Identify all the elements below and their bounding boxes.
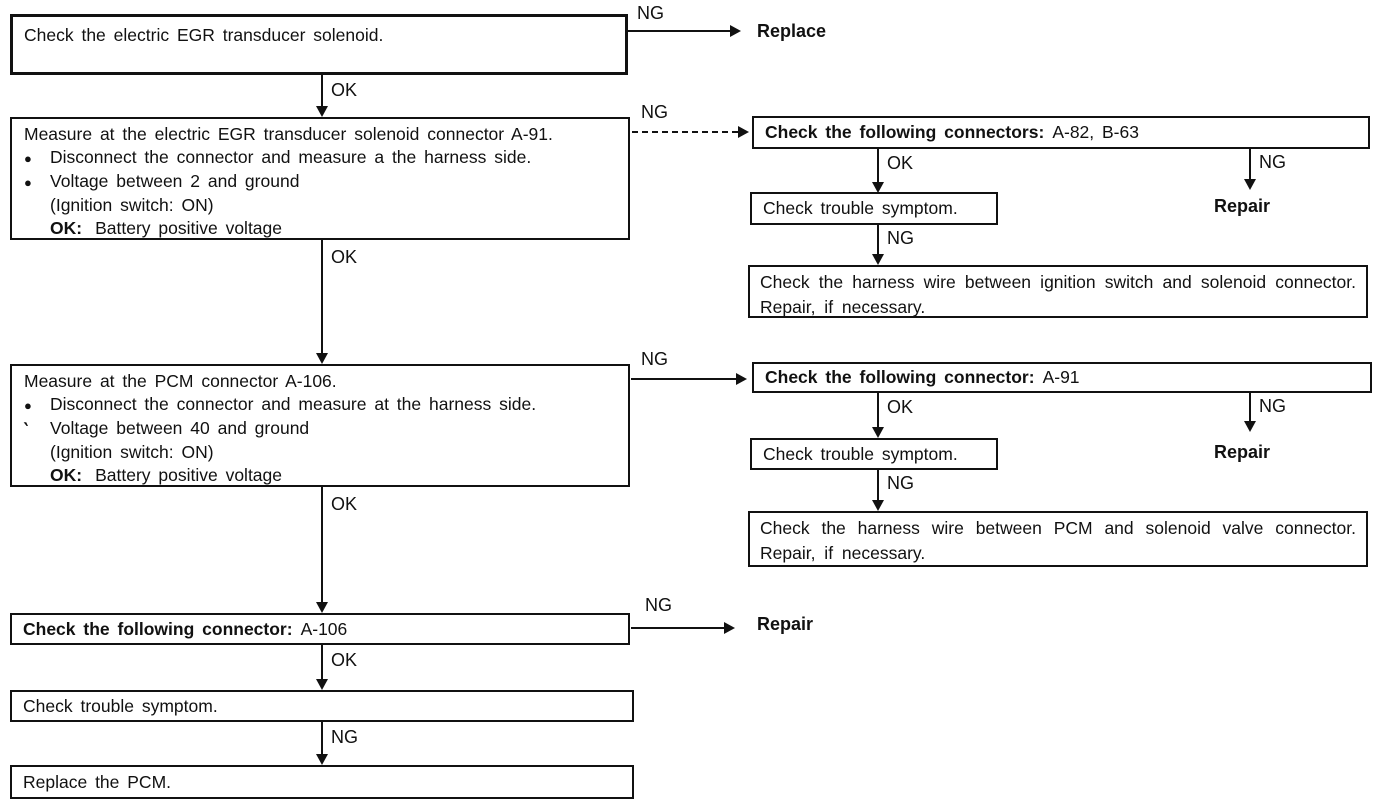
bullet-icon: ●: [24, 398, 32, 413]
bullet-text: Voltage between 40 and ground: [50, 418, 310, 438]
condition-text: (Ignition switch: ON): [50, 442, 214, 462]
tick-mark-icon: ‵: [24, 420, 28, 439]
ok-edge-label: OK: [331, 80, 358, 100]
harness-ignition-text: Check the harness wire between ignition …: [760, 272, 1356, 317]
bullet-line: ‵ Voltage between 40 and ground: [24, 417, 620, 441]
flow-line: [321, 644, 323, 680]
connector-label: Check the following connector:: [765, 367, 1035, 387]
arrow-down-icon: [872, 427, 884, 438]
bullet-icon: ●: [24, 151, 32, 166]
measure-title: Measure at the PCM connector A-106.: [24, 371, 337, 391]
flow-line: [321, 722, 323, 755]
arrow-right-icon: [738, 126, 749, 138]
connector-label: Check the following connector:: [23, 618, 293, 639]
arrow-down-icon: [316, 106, 328, 117]
ok-criteria: OK: Battery positive voltage: [24, 464, 620, 487]
measure-title: Measure at the electric EGR transducer s…: [24, 124, 553, 144]
flow-line: [877, 225, 879, 255]
flow-line: [631, 627, 726, 629]
step-replace-pcm: Replace the PCM.: [10, 765, 634, 799]
ok-edge-label: OK: [331, 247, 358, 267]
ok-edge-label: OK: [331, 494, 358, 514]
ng-edge-label: NG: [641, 102, 668, 122]
terminal-repair-bottom: Repair: [757, 614, 814, 634]
arrow-down-icon: [1244, 421, 1256, 432]
step-check-trouble-symptom-main: Check trouble symptom.: [10, 690, 634, 722]
trouble-symptom-text: Check trouble symptom.: [23, 695, 218, 716]
terminal-repair-a: Repair: [1214, 196, 1271, 216]
condition-text: (Ignition switch: ON): [50, 195, 214, 215]
step-check-connectors-a82-b63: Check the following connectors: A-82, B-…: [752, 116, 1370, 149]
bullet-text: Voltage between 2 and ground: [50, 171, 300, 191]
bullet-line: ● Disconnect the connector and measure a…: [24, 393, 620, 417]
arrow-right-icon: [736, 373, 747, 385]
connector-value: A-106: [300, 618, 348, 639]
arrow-right-icon: [724, 622, 735, 634]
arrow-down-icon: [872, 254, 884, 265]
step-check-harness-pcm: Check the harness wire between PCM and s…: [748, 511, 1368, 567]
flow-line: [321, 240, 323, 354]
terminal-replace: Replace: [757, 21, 827, 41]
ng-edge-label: NG: [1259, 152, 1286, 172]
ng-edge-label: NG: [645, 595, 672, 615]
step-measure-solenoid-connector: Measure at the electric EGR transducer s…: [10, 117, 630, 240]
ok-criteria-key: OK:: [50, 465, 83, 485]
flow-line: [877, 393, 879, 428]
connector-value: A-82, B-63: [1052, 122, 1139, 142]
ng-edge-label: NG: [1259, 396, 1286, 416]
arrow-down-icon: [316, 754, 328, 765]
flow-line: [631, 378, 738, 380]
arrow-down-icon: [1244, 179, 1256, 190]
flow-line: [321, 75, 323, 107]
step-check-trouble-symptom-a: Check trouble symptom.: [750, 192, 998, 225]
flow-line: [1249, 149, 1251, 180]
arrow-down-icon: [316, 353, 328, 364]
terminal-repair-b: Repair: [1214, 442, 1271, 462]
trouble-symptom-text: Check trouble symptom.: [763, 198, 958, 218]
flow-line: [1249, 393, 1251, 422]
arrow-down-icon: [872, 500, 884, 511]
ok-edge-label: OK: [887, 397, 914, 417]
arrow-right-icon: [730, 25, 741, 37]
bullet-icon: ●: [24, 175, 32, 190]
ok-criteria: OK: Battery positive voltage: [24, 217, 620, 240]
ng-edge-label: NG: [887, 228, 914, 248]
ng-edge-label: NG: [641, 349, 668, 369]
ok-criteria-value: Battery positive voltage: [95, 218, 283, 238]
step-check-trouble-symptom-b: Check trouble symptom.: [750, 438, 998, 470]
bullet-line: ● Voltage between 2 and ground: [24, 170, 620, 194]
flow-line-dashed: [632, 131, 738, 133]
step-check-connector-a106: Check the following connector: A-106: [10, 613, 630, 645]
step-check-solenoid-text: Check the electric EGR transducer soleno…: [24, 25, 384, 45]
bullet-text: Disconnect the connector and measure a t…: [50, 147, 532, 167]
flow-line: [877, 470, 879, 501]
ng-edge-label: NG: [887, 473, 914, 493]
step-check-solenoid: Check the electric EGR transducer soleno…: [10, 14, 628, 75]
flow-line: [321, 487, 323, 603]
flow-line: [628, 30, 730, 32]
replace-pcm-text: Replace the PCM.: [23, 771, 172, 792]
step-check-connector-a91: Check the following connector: A-91: [752, 362, 1372, 393]
bullet-text: Disconnect the connector and measure at …: [50, 394, 537, 414]
connector-value: A-91: [1042, 367, 1080, 387]
trouble-symptom-text: Check trouble symptom.: [763, 443, 958, 464]
bullet-line: ● Disconnect the connector and measure a…: [24, 146, 620, 170]
flow-line: [877, 149, 879, 183]
ok-edge-label: OK: [331, 650, 358, 670]
ng-edge-label: NG: [637, 3, 664, 23]
harness-pcm-text: Check the harness wire between PCM and s…: [760, 518, 1356, 563]
ok-criteria-key: OK:: [50, 218, 83, 238]
ok-criteria-value: Battery positive voltage: [95, 465, 283, 485]
step-check-harness-ignition: Check the harness wire between ignition …: [748, 265, 1368, 318]
step-measure-pcm-connector: Measure at the PCM connector A-106. ● Di…: [10, 364, 630, 487]
ng-edge-label: NG: [331, 727, 358, 747]
connector-label: Check the following connectors:: [765, 122, 1045, 142]
arrow-down-icon: [316, 602, 328, 613]
arrow-down-icon: [316, 679, 328, 690]
ok-edge-label: OK: [887, 153, 914, 173]
arrow-down-icon: [872, 182, 884, 193]
